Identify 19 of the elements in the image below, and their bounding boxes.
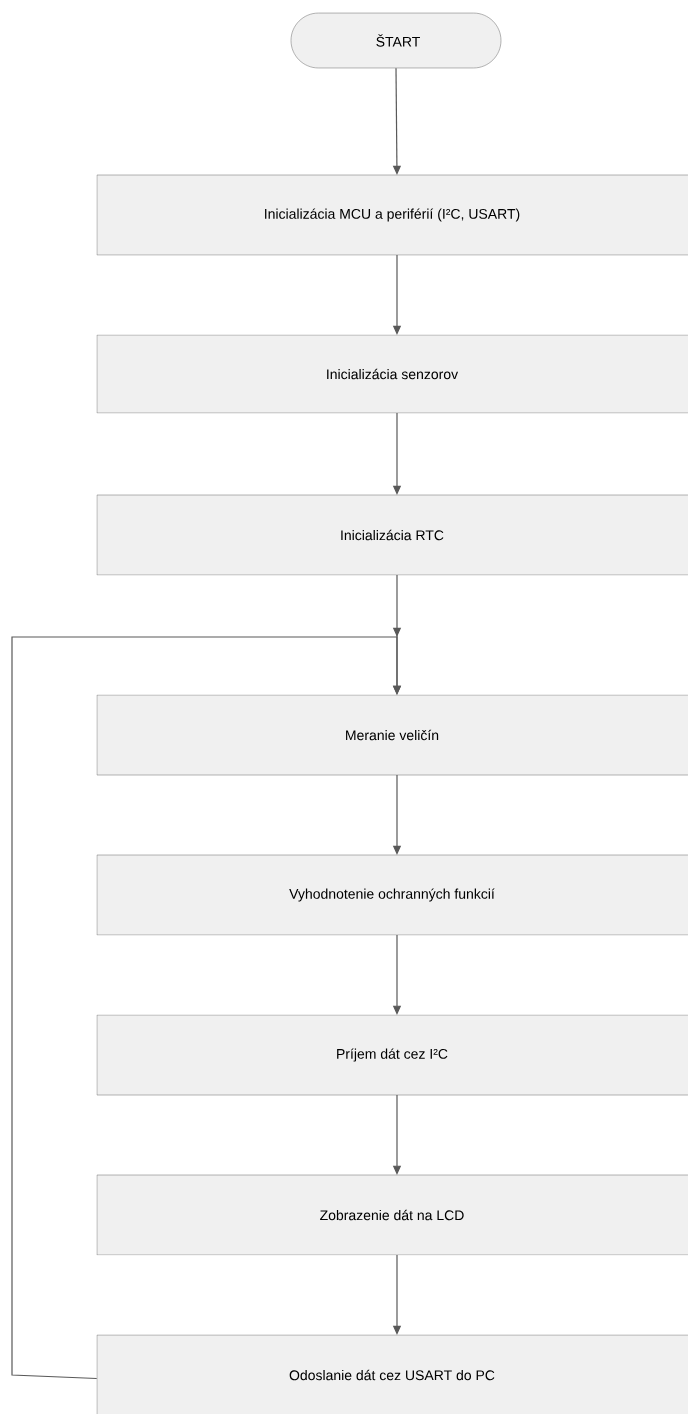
process-box <box>96 1174 688 1256</box>
process-box <box>96 1014 688 1096</box>
box-label: Vyhodnotenie ochranných funkcií <box>289 888 495 902</box>
box-label: Inicializácia RTC <box>341 529 444 541</box>
box-label: Odoslanie dát cez USART do PC <box>289 1369 495 1381</box>
box-label: Meranie veličín <box>346 729 439 741</box>
terminal-box <box>290 12 502 69</box>
process-box <box>96 854 688 936</box>
process-box <box>96 494 688 576</box>
box-label: Zobrazenie dát na LCD <box>320 1209 464 1221</box>
process-box <box>96 694 688 776</box>
box-label: Príjem dát cez I²C <box>337 1048 448 1062</box>
process-box <box>96 334 688 414</box>
loop-arrow <box>11 627 402 1380</box>
box-label: ŠTART <box>376 34 420 47</box>
process-box <box>96 1334 688 1414</box>
box-label: Inicializácia MCU a periférií (I²C, USART) <box>265 208 520 222</box>
box-label: Inicializácia senzorov <box>327 368 459 380</box>
process-box <box>96 174 688 256</box>
